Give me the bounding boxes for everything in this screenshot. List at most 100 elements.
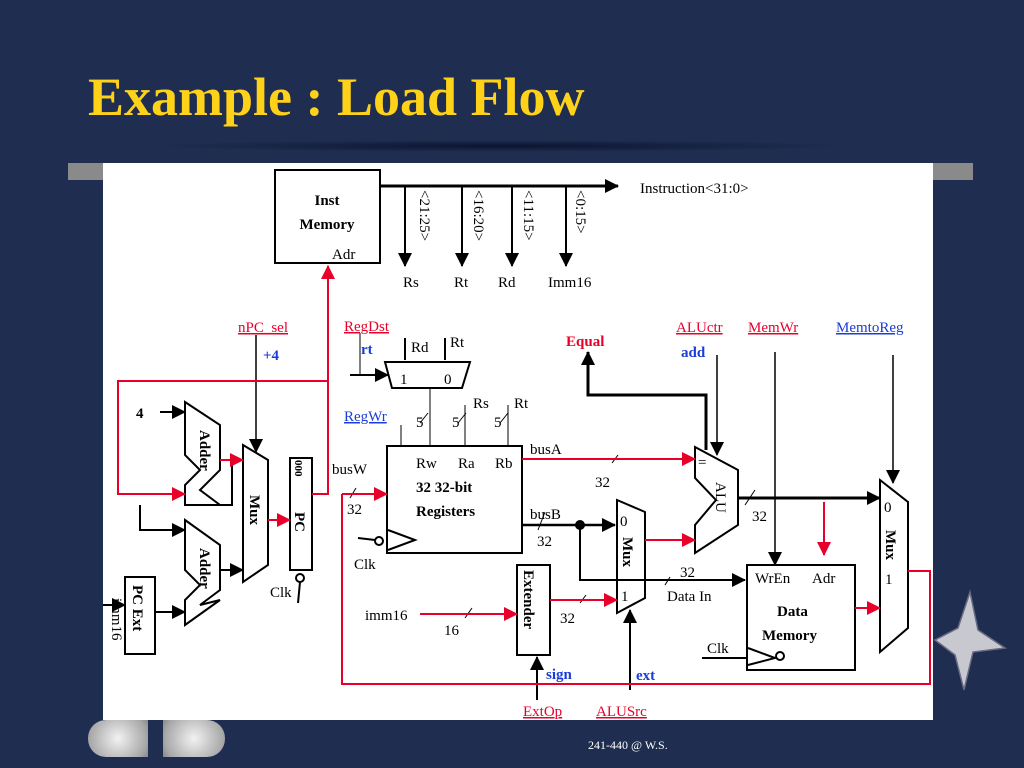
diagram-label: Mux: [882, 530, 898, 561]
diagram-label: 1: [621, 589, 629, 605]
diagram-label: RegDst: [344, 319, 390, 335]
diagram-wire: [775, 651, 785, 661]
diagram-label: 5: [416, 415, 424, 431]
diagram-label: 32: [537, 534, 552, 550]
diagram-label: 5: [494, 415, 502, 431]
diagram-wire: [664, 576, 671, 586]
diagram-label: 32: [347, 502, 362, 518]
diagram-label: RegWr: [344, 409, 387, 425]
diagram-label: 32: [595, 475, 610, 491]
diagram-label: 1: [885, 572, 893, 588]
diagram-label: Imm16: [548, 275, 592, 291]
right-accent-bar: [933, 163, 973, 180]
data-memory-box: [746, 564, 856, 671]
diagram-label: 32: [752, 509, 767, 525]
diagram-label: Memory: [300, 217, 355, 233]
diagram-label: Inst: [314, 193, 339, 209]
mux-npc: [242, 443, 269, 584]
diagram-label: Equal: [566, 334, 604, 350]
diagram-wire: [419, 412, 429, 424]
diagram-label: Adr: [812, 571, 835, 587]
diagram-label: 000: [292, 460, 304, 477]
diagram-label: ExtOp: [523, 704, 562, 720]
diagram-label: 32 32-bit: [416, 480, 472, 496]
diagram-label: Instruction<31:0>: [640, 181, 749, 197]
diagram-label: busB: [530, 507, 561, 523]
diagram-label: 5: [452, 415, 460, 431]
diagram-label: nPC_sel: [238, 320, 288, 336]
diagram-label: 4: [136, 406, 144, 422]
diagram-label: 32: [680, 565, 695, 581]
diagram-label: sign: [546, 667, 573, 683]
diagram-wire: [374, 536, 384, 546]
next-slide-button[interactable]: [163, 720, 225, 757]
diagram-label: Adr: [332, 247, 355, 263]
diagram-label: imm16: [365, 608, 408, 624]
slide-title: Example : Load Flow: [88, 67, 585, 127]
diagram-label: MemtoReg: [836, 320, 904, 336]
diagram-label: Clk: [270, 585, 292, 601]
diagram-wire: [457, 412, 467, 424]
diagram-label: +4: [263, 348, 280, 364]
diagram-label: Rb: [495, 456, 513, 472]
diagram-label: 0: [884, 500, 892, 516]
star-decoration-icon: [933, 589, 1008, 691]
diagram-label: Rw: [416, 456, 437, 472]
diagram-label: busW: [332, 462, 368, 478]
diagram-label: <21:25>: [416, 190, 432, 241]
diagram-label: 1: [400, 372, 408, 388]
diagram-label: ALUctr: [676, 320, 723, 336]
diagram-label: ALU: [712, 482, 728, 513]
diagram-label: <0:15>: [572, 190, 588, 234]
slide-footer: 241-440 @ W.S.: [588, 738, 668, 752]
diagram-label: Adder: [196, 430, 212, 471]
adder-branch: [184, 518, 221, 627]
diagram-label: Adder: [196, 548, 212, 589]
diagram-wire: [537, 511, 546, 531]
diagram-label: Clk: [354, 557, 376, 573]
diagram-label: Clk: [707, 641, 729, 657]
pc-to-imem: [312, 265, 335, 495]
diagram-label: Registers: [416, 504, 475, 520]
diagram-label: ALUSrc: [596, 704, 647, 720]
writeback-path: [341, 494, 931, 685]
diagram-label: Rs: [473, 396, 489, 412]
inst-memory-box: [274, 169, 381, 264]
diagram-label: Rt: [514, 396, 529, 412]
diagram-label: Mux: [246, 495, 262, 526]
title-underline-shadow: [150, 140, 850, 152]
diagram-label: 0: [620, 514, 628, 530]
diagram-label: imm16: [108, 598, 124, 641]
mux-alusrc: [616, 498, 646, 615]
diagram-label: 32: [560, 611, 575, 627]
diagram-label: add: [681, 345, 706, 361]
diagram-label: Data In: [667, 589, 712, 605]
mux-regdst: [383, 361, 472, 389]
diagram-label: busA: [530, 442, 562, 458]
pc-ext-box: [124, 576, 156, 655]
diagram-wire: [357, 537, 376, 541]
diagram-label: Ra: [458, 456, 475, 472]
diagram-label: rt: [361, 342, 373, 358]
diagram-label: Rs: [403, 275, 419, 291]
left-accent-bar: [68, 163, 103, 180]
diagram-label: Rd: [498, 275, 516, 291]
diagram-label: PC Ext: [129, 585, 145, 631]
diagram-label: Data: [777, 604, 808, 620]
diagram-label: WrEn: [755, 571, 791, 587]
diagram-label: PC: [291, 512, 307, 532]
diagram-label: <16:20>: [470, 190, 486, 241]
diagram-label: =: [698, 455, 706, 471]
diagram-label: Memory: [762, 628, 817, 644]
diagram-wire: [499, 412, 509, 424]
diagram-wire: [297, 581, 301, 604]
diagram-label: 16: [444, 623, 460, 639]
diagram-label: 0: [444, 372, 452, 388]
diagram-label: Rd: [411, 340, 429, 356]
mux-memtoreg: [879, 477, 909, 655]
diagram-label: <11:15>: [520, 190, 536, 241]
diagram-label: Mux: [619, 537, 635, 568]
diagram-label: ext: [636, 668, 655, 684]
prev-slide-button[interactable]: [88, 720, 148, 757]
